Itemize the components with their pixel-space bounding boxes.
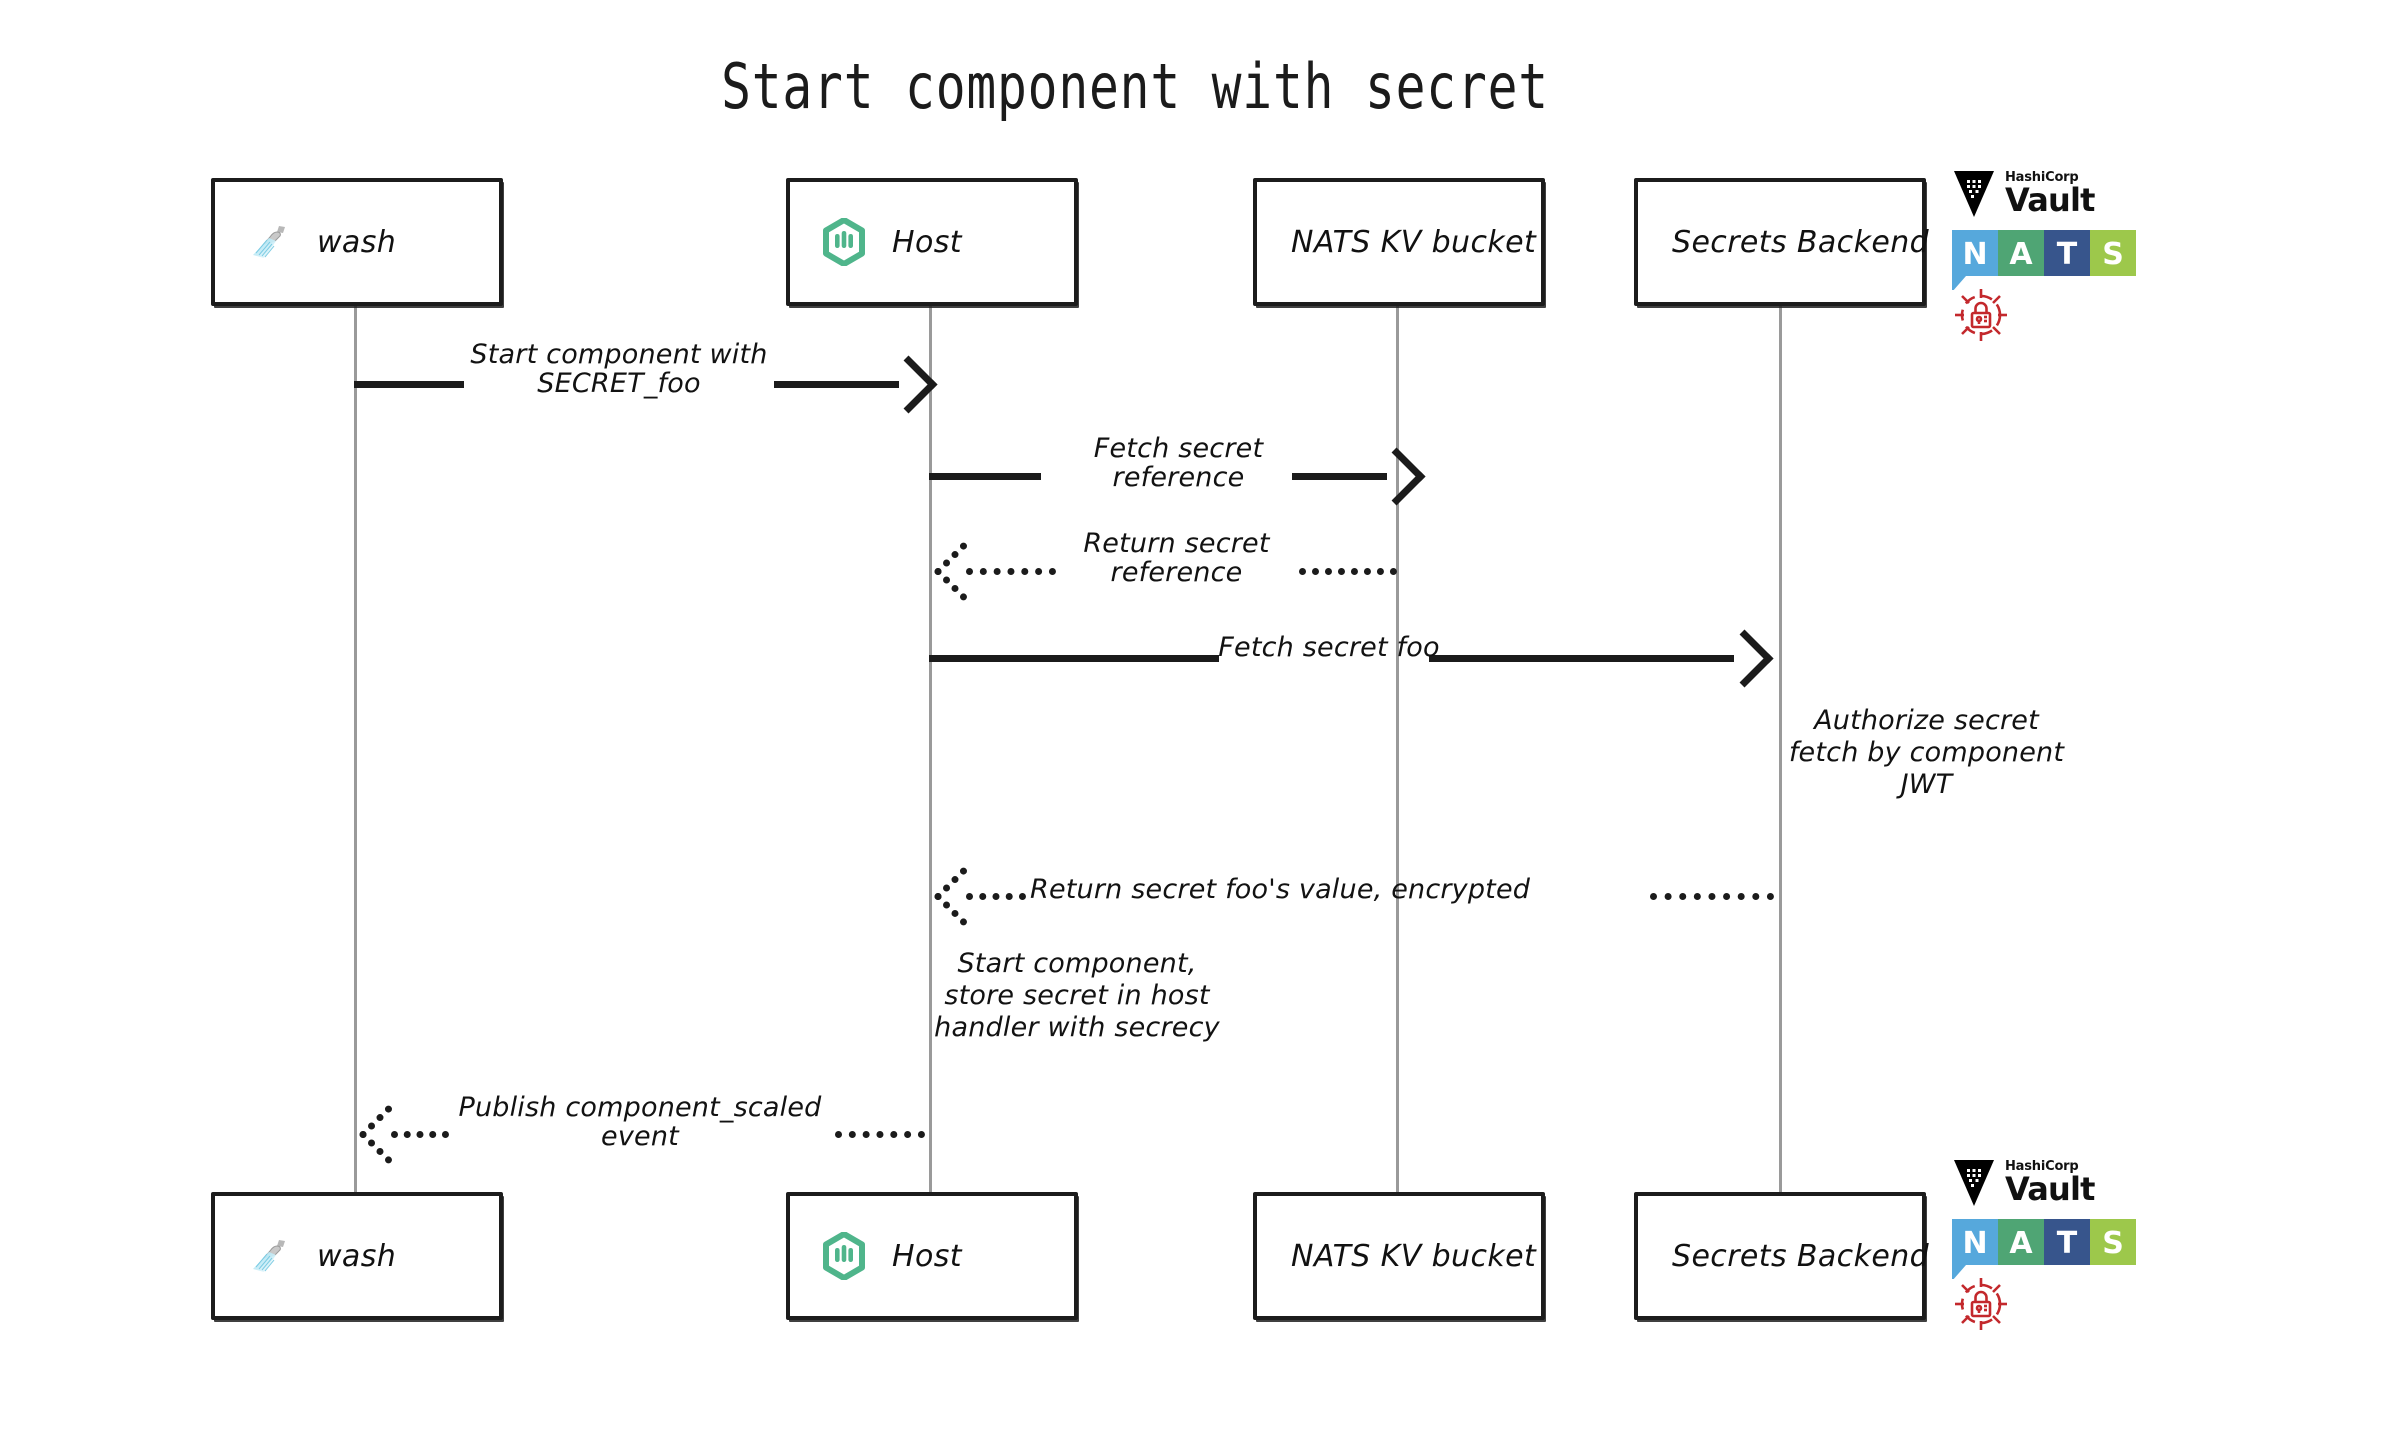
vault-triangle-icon	[1952, 168, 1996, 224]
vault-wordmark: HashiCorp Vault	[2005, 168, 2095, 216]
hashicorp-vault-logo: HashiCorp Vault	[1952, 1157, 2182, 1211]
svg-text:N: N	[1962, 237, 1987, 272]
message-line	[929, 473, 1041, 480]
vault-main-word: Vault	[2005, 1170, 2095, 1208]
wasmcloud-hexagon-icon	[822, 1232, 866, 1280]
nats-tile-a: A	[1998, 1219, 2044, 1265]
message-line-dotted	[1650, 893, 1774, 900]
message-line-dotted	[1299, 568, 1397, 575]
participant-label-nats-kv-bucket-top: NATS KV bucket	[1291, 224, 1537, 260]
nats-tile-t: T	[2044, 1219, 2090, 1265]
message-label-m5: Return secret foo's value, encrypted	[1030, 874, 1531, 905]
message-label-m2: Fetch secret reference	[1093, 433, 1264, 494]
nats-tile-n: N	[1952, 230, 1998, 290]
page-title: Start component with secret	[721, 50, 1549, 123]
nats-tile-n: N	[1952, 1219, 1998, 1279]
arrowhead-right-icon	[1715, 629, 1774, 688]
message-line-dotted	[391, 1131, 449, 1138]
vault-top-word: HashiCorp	[2005, 1159, 2079, 1174]
nats-tile-a: A	[1998, 230, 2044, 276]
svg-text:A: A	[2009, 1226, 2033, 1261]
svg-text:S: S	[2102, 237, 2124, 272]
participant-label-secrets-backend-top: Secrets Backend	[1672, 224, 1930, 260]
hashicorp-vault-logo: HashiCorp Vault	[1952, 168, 2182, 222]
message-label-m1: Start component with SECRET_foo	[470, 339, 768, 400]
vault-wordmark: HashiCorp Vault	[2005, 1157, 2095, 1205]
nats-logo: N A T S	[1952, 230, 2182, 290]
participant-box-nats-kv-bucket-bottom[interactable]: NATS KV bucket	[1253, 1192, 1545, 1320]
svg-text:N: N	[1962, 1226, 1987, 1261]
svg-text:T: T	[2057, 1226, 2078, 1261]
message-line	[929, 655, 1219, 662]
lifeline-secrets-backend	[1779, 306, 1782, 1194]
participant-label-nats-kv-bucket-bottom: NATS KV bucket	[1291, 1238, 1537, 1274]
message-label-m3: Return secret reference	[1083, 528, 1270, 589]
vault-triangle-icon	[1952, 1157, 1996, 1213]
message-label-m4: Fetch secret foo	[1218, 632, 1440, 663]
lifeline-wash	[354, 306, 357, 1194]
participant-box-wash-bottom[interactable]: wash	[211, 1192, 503, 1320]
lifeline-nats-kv-bucket	[1396, 306, 1399, 1194]
arrowhead-right-icon	[1367, 447, 1426, 506]
participant-label-host-top: Host	[892, 224, 962, 260]
participant-box-host-bottom[interactable]: Host	[786, 1192, 1078, 1320]
wasmcloud-hexagon-icon	[822, 218, 866, 266]
participant-box-wash-top[interactable]: wash	[211, 178, 503, 306]
nats-tile-s: S	[2090, 1219, 2136, 1265]
message-line	[774, 381, 899, 388]
message-label-m6: Publish component_scaled event	[458, 1092, 822, 1153]
participant-box-secrets-backend-bottom[interactable]: Secrets Backend	[1634, 1192, 1930, 1320]
shower-head-icon	[247, 1234, 291, 1278]
message-line-dotted	[966, 893, 1026, 900]
participant-label-wash-top: wash	[317, 224, 397, 260]
message-line	[1292, 473, 1387, 480]
svg-text:A: A	[2009, 237, 2033, 272]
nats-tile-t: T	[2044, 230, 2090, 276]
participant-label-host-bottom: Host	[892, 1238, 962, 1274]
svg-text:S: S	[2102, 1226, 2124, 1261]
participant-box-host-top[interactable]: Host	[786, 178, 1078, 306]
participant-box-nats-kv-bucket-top[interactable]: NATS KV bucket	[1253, 178, 1545, 306]
message-line-dotted	[835, 1131, 925, 1138]
participant-box-secrets-backend-top[interactable]: Secrets Backend	[1634, 178, 1930, 306]
message-line	[354, 381, 464, 388]
participant-label-wash-bottom: wash	[317, 1238, 397, 1274]
message-line	[1429, 655, 1734, 662]
vault-main-word: Vault	[2005, 181, 2095, 219]
nats-tile-s: S	[2090, 230, 2136, 276]
logo-cluster-top: HashiCorp Vault N A T S	[1952, 168, 2182, 348]
shower-head-icon	[247, 220, 291, 264]
logo-cluster-bottom: HashiCorp Vault N A T S	[1952, 1157, 2182, 1337]
secrets-lock-icon	[1952, 1275, 2182, 1337]
note-authorize-secret-fetch: Authorize secret fetch by component JWT	[1788, 705, 2065, 800]
participant-label-secrets-backend-bottom: Secrets Backend	[1672, 1238, 1930, 1274]
svg-text:T: T	[2057, 237, 2078, 272]
message-line-dotted	[966, 568, 1056, 575]
lifeline-host	[929, 306, 932, 1194]
secrets-lock-icon	[1952, 286, 2182, 348]
note-start-component-store-secret: Start component, store secret in host ha…	[934, 948, 1220, 1043]
nats-logo: N A T S	[1952, 1219, 2182, 1279]
vault-top-word: HashiCorp	[2005, 170, 2079, 185]
